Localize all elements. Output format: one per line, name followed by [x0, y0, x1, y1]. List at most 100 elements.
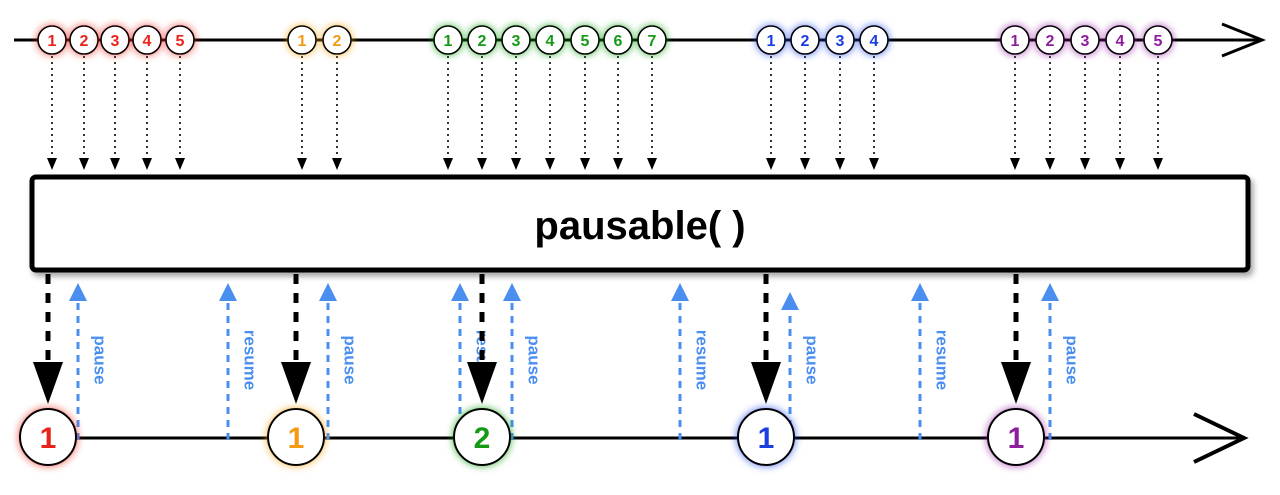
resume-signal-arrowhead: [451, 283, 469, 301]
input-marble: 1: [756, 25, 786, 55]
input-marble: 4: [535, 25, 565, 55]
resume-signal-label: resume: [933, 330, 952, 390]
input-arrow-head: [175, 158, 185, 170]
input-marble: 5: [1143, 25, 1173, 55]
emission-arrow: [751, 274, 781, 404]
input-marble-circle: [825, 25, 855, 55]
input-marble-circle: [322, 25, 352, 55]
input-marble-label: 1: [298, 33, 307, 50]
input-marble: 1: [1000, 25, 1030, 55]
output-marble-circle: [267, 408, 325, 466]
input-arrow-head: [297, 158, 307, 170]
input-arrow-head: [613, 158, 623, 170]
resume-signal-arrowhead: [911, 283, 929, 301]
input-marble: 6: [603, 25, 633, 55]
input-marble-circle: [501, 25, 531, 55]
output-marble: 1: [987, 408, 1045, 466]
resume-signal: resume: [219, 283, 260, 440]
input-marble: 4: [1105, 25, 1135, 55]
input-arrow-head: [800, 158, 810, 170]
input-marble: 2: [467, 25, 497, 55]
output-marble-circle: [19, 408, 77, 466]
input-marble: 3: [501, 25, 531, 55]
input-marble-circle: [603, 25, 633, 55]
input-arrow-head: [1045, 158, 1055, 170]
input-marble-label: 5: [581, 33, 590, 50]
input-arrow-head: [647, 158, 657, 170]
input-marble: 4: [132, 25, 162, 55]
input-marble-label: 1: [48, 33, 57, 50]
emission-arrows: [33, 274, 1031, 404]
emission-arrow: [281, 274, 311, 404]
resume-signal-arrowhead: [671, 283, 689, 301]
pause-signal-label: pause: [341, 335, 360, 384]
input-marble: 2: [790, 25, 820, 55]
input-marble-circle: [165, 25, 195, 55]
emission-arrow: [33, 274, 63, 404]
input-marble: 4: [859, 25, 889, 55]
input-marble-circle: [790, 25, 820, 55]
operator-label: pausable( ): [534, 204, 745, 248]
output-marble-label: 1: [288, 422, 305, 455]
pause-signal: pause: [781, 292, 822, 440]
input-marble-circle: [37, 25, 67, 55]
output-marble-circle: [453, 408, 511, 466]
output-marble-circle: [987, 408, 1045, 466]
resume-signal: resume: [671, 283, 712, 440]
input-marble: 5: [165, 25, 195, 55]
pause-signal-label: pause: [91, 335, 110, 384]
input-marble-label: 2: [801, 33, 810, 50]
input-arrow-head: [511, 158, 521, 170]
input-arrow-head: [1153, 158, 1163, 170]
emission-arrowhead: [33, 362, 63, 404]
output-marble: 2: [453, 408, 511, 466]
input-marble-label: 1: [1011, 33, 1020, 50]
input-marble: 2: [69, 25, 99, 55]
input-arrow-head: [79, 158, 89, 170]
input-marble-circle: [637, 25, 667, 55]
input-marble: 3: [1070, 25, 1100, 55]
input-marble-circle: [570, 25, 600, 55]
input-marble-label: 5: [176, 33, 185, 50]
input-marble-label: 1: [767, 33, 776, 50]
input-marble-label: 2: [333, 33, 342, 50]
input-marble: 3: [825, 25, 855, 55]
input-marble-label: 6: [614, 33, 623, 50]
pause-signal: pause: [1041, 283, 1082, 440]
input-marble-circle: [756, 25, 786, 55]
input-arrow-head: [142, 158, 152, 170]
pause-signal-label: pause: [803, 335, 822, 384]
input-arrow-head: [580, 158, 590, 170]
input-marble-label: 4: [870, 33, 879, 50]
input-marble: 7: [637, 25, 667, 55]
input-arrow-head: [1115, 158, 1125, 170]
input-marble-circle: [132, 25, 162, 55]
input-arrow-head: [110, 158, 120, 170]
input-marble-label: 3: [1081, 33, 1090, 50]
operator-box: pausable( ): [29, 174, 1251, 273]
input-arrow-head: [1080, 158, 1090, 170]
input-marble: 1: [287, 25, 317, 55]
input-arrow-head: [477, 158, 487, 170]
output-marble-label: 2: [474, 422, 491, 455]
input-marble-circle: [1143, 25, 1173, 55]
input-marble-circle: [535, 25, 565, 55]
input-marble-circle: [859, 25, 889, 55]
emission-arrowhead: [281, 362, 311, 404]
resume-signal-label: resume: [693, 330, 712, 390]
pause-signal-arrowhead: [319, 283, 337, 301]
emission-arrowhead: [467, 362, 497, 404]
input-marble-label: 1: [444, 33, 453, 50]
input-arrow-head: [766, 158, 776, 170]
input-marble: 3: [100, 25, 130, 55]
input-marble-circle: [1000, 25, 1030, 55]
pause-signal-arrowhead: [781, 292, 799, 310]
emission-arrow: [467, 274, 497, 404]
input-marble-circle: [1105, 25, 1135, 55]
input-arrow-head: [1010, 158, 1020, 170]
output-marble: 1: [19, 408, 77, 466]
